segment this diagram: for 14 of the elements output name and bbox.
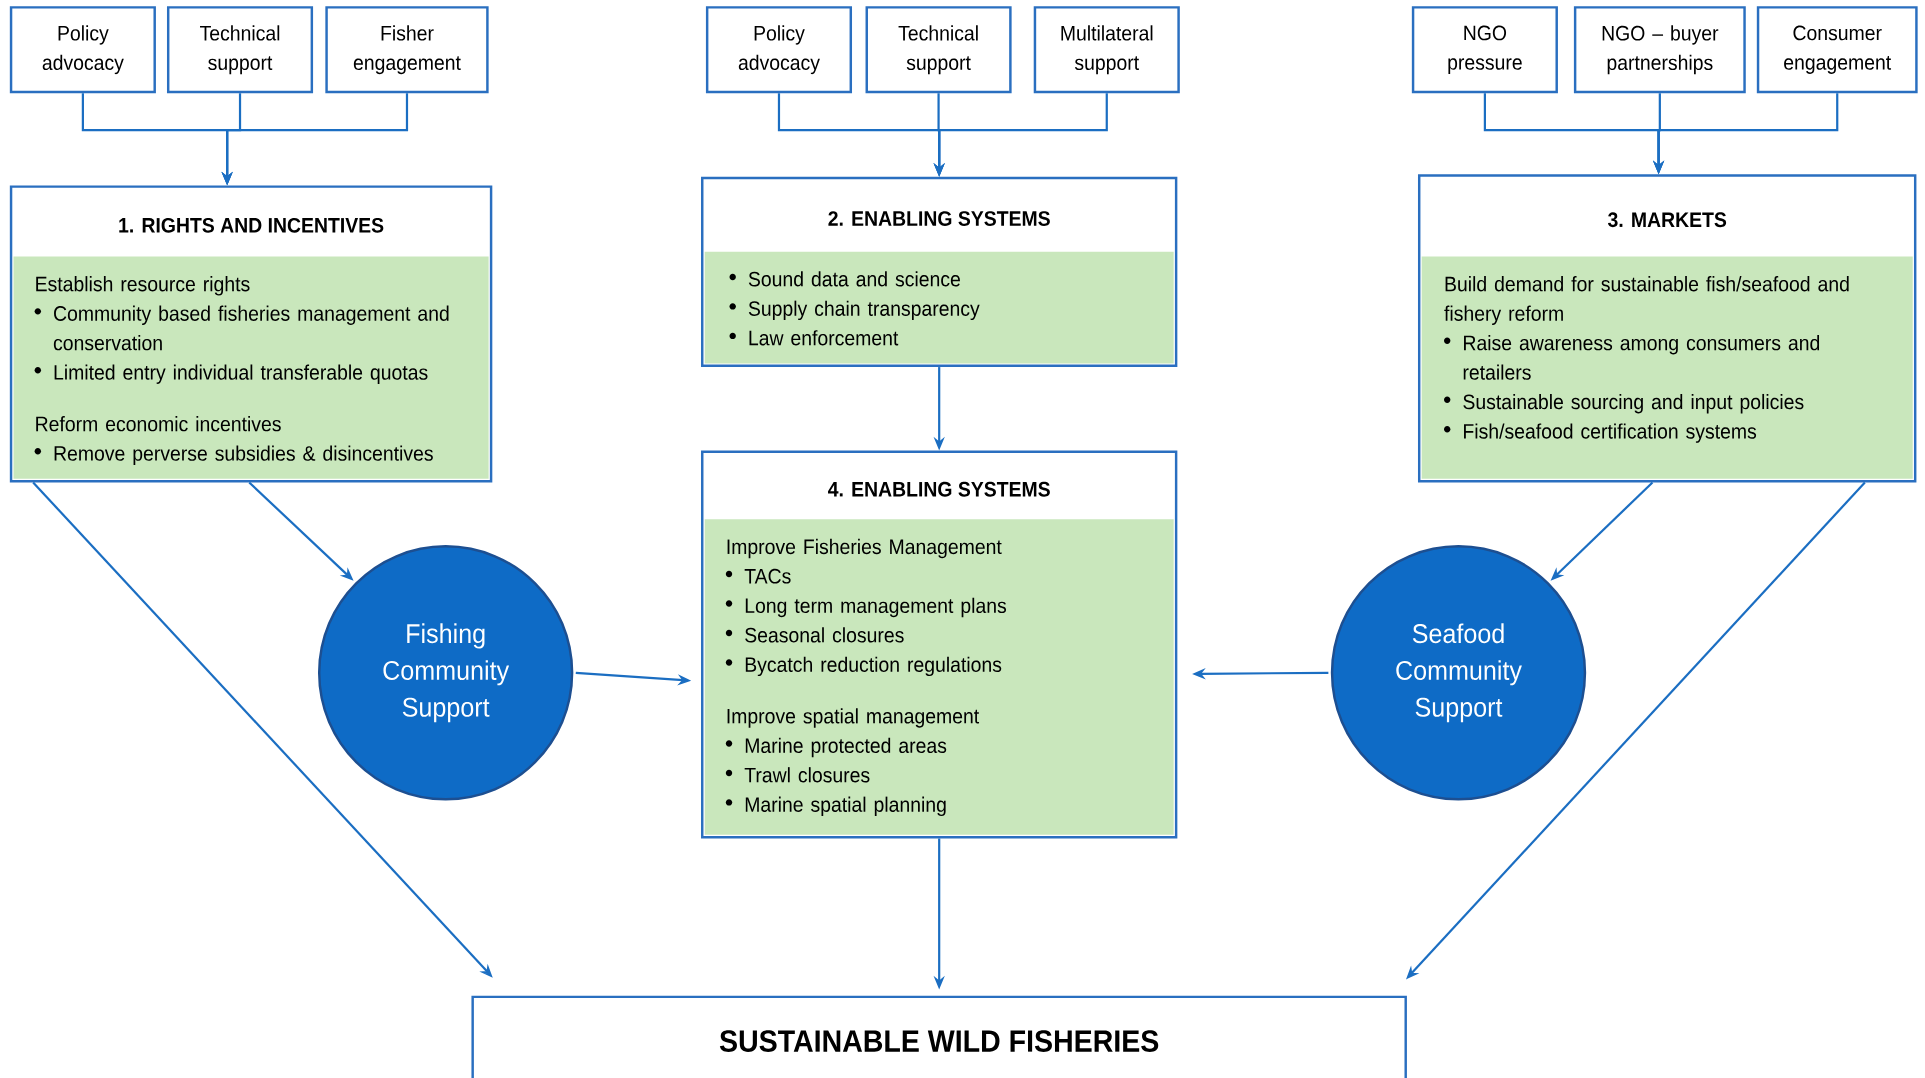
strategy-box: 4. ENABLING SYSTEMS Improve Fisheries Management TACs Long term management plans Seasonal closures Bycatch reduction regulations Improve spatial management Marine protected areas Trawl closures Marine spatial planning bbox=[701, 450, 1178, 839]
outcome-box: SUSTAINABLE WILD FISHERIES bbox=[471, 995, 1407, 1078]
label-box: Fisher engagement bbox=[325, 6, 489, 94]
label-box: Policy advocacy bbox=[705, 6, 852, 94]
label-box: Consumer engagement bbox=[1756, 6, 1918, 94]
label-box: Multilateral support bbox=[1033, 6, 1180, 94]
label-box: NGO pressure bbox=[1411, 6, 1558, 94]
strategy-box: 2. ENABLING SYSTEMS Sound data and science Supply chain transparency Law enforcement bbox=[701, 176, 1178, 368]
label-box: Policy advocacy bbox=[9, 6, 156, 94]
label-box: Technical support bbox=[865, 6, 1012, 94]
strategy-box: 3. MARKETS Build demand for sustainable fish/seafood and fishery reform Raise awareness among consumers and retailers Sustainable sourcing and input policies Fish/seafood certification systems bbox=[1418, 174, 1917, 483]
strategy-box: 1. RIGHTS AND INCENTIVES Establish resource rights Community based fisheries management and conservation Limited entry individual transferable quotas Reform economic incentives Remove perverse subsidies & disincentives bbox=[9, 185, 493, 483]
label-box: Technical support bbox=[166, 6, 314, 94]
label-box: NGO – buyer partnerships bbox=[1573, 6, 1746, 94]
